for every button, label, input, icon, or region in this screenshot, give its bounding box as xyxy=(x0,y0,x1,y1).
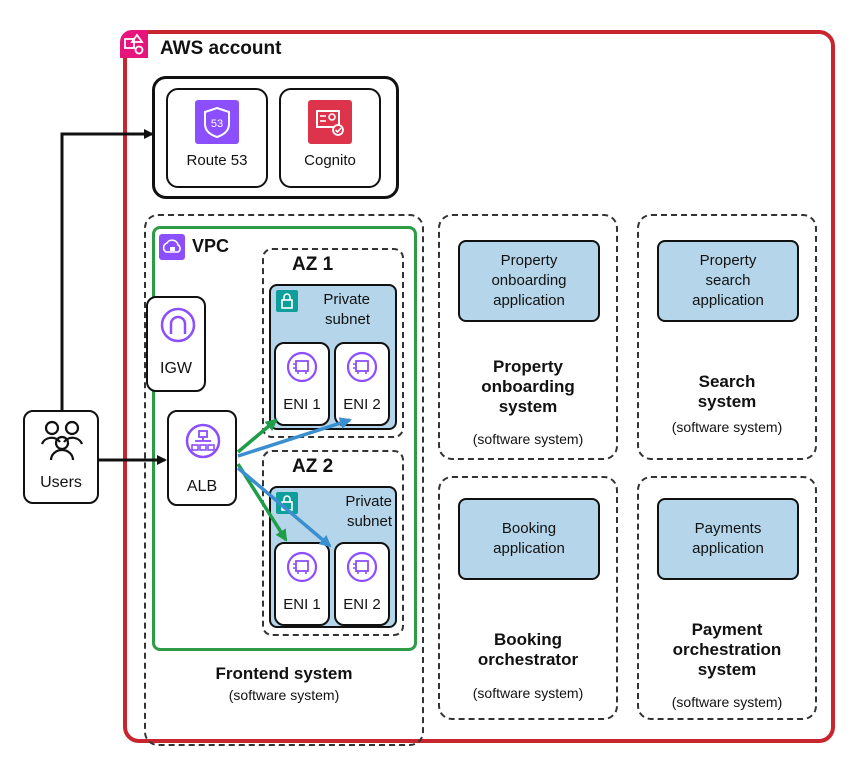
vpc-boundary xyxy=(152,226,417,651)
frontend-system-type: (software system) xyxy=(228,687,340,703)
eni-icon xyxy=(286,551,318,583)
alb-to-az1-eni2-arrow xyxy=(237,417,352,458)
az1-eni2-node[interactable]: ENI 2 xyxy=(334,342,390,426)
az2-eni2-label: ENI 2 xyxy=(343,596,381,613)
alb-node[interactable]: ALB xyxy=(167,410,237,506)
alb-icon xyxy=(185,423,221,459)
property-search-application[interactable]: Property search application xyxy=(657,240,799,322)
cognito-node[interactable]: Cognito xyxy=(279,88,381,188)
az2-eni1-label: ENI 1 xyxy=(283,596,321,613)
az2-eni1-node[interactable]: ENI 1 xyxy=(274,542,330,626)
route53-icon: 53 xyxy=(195,100,239,144)
az1-boundary xyxy=(262,248,404,438)
igw-icon xyxy=(160,307,196,343)
eni-icon xyxy=(286,351,318,383)
property-onboarding-system-type: (software system) xyxy=(472,431,584,447)
payment-orchestration-system-boundary xyxy=(637,476,817,720)
alb-to-az2-eni2-arrow xyxy=(236,466,332,548)
payments-application[interactable]: Payments application xyxy=(657,498,799,580)
az2-boundary xyxy=(262,450,404,636)
cognito-icon xyxy=(308,100,352,144)
az1-eni1-node[interactable]: ENI 1 xyxy=(274,342,330,426)
vpc-icon xyxy=(159,234,185,260)
search-system-name: Search system xyxy=(697,372,757,411)
az2-title: AZ 2 xyxy=(292,456,334,477)
cognito-label: Cognito xyxy=(304,152,356,169)
property-onboarding-system-name: Property onboarding system xyxy=(481,357,575,416)
booking-orchestrator-boundary xyxy=(438,476,618,720)
az1-title: AZ 1 xyxy=(292,254,334,275)
frontend-system-boundary xyxy=(144,214,424,746)
az2-eni2-node[interactable]: ENI 2 xyxy=(334,542,390,626)
route53-label: Route 53 xyxy=(186,152,248,169)
users-icon xyxy=(40,420,84,461)
igw-node[interactable]: IGW xyxy=(146,296,206,392)
eni-icon xyxy=(346,551,378,583)
users-label: Users xyxy=(40,474,82,491)
az1-eni2-label: ENI 2 xyxy=(343,396,381,413)
frontend-system-name: Frontend system xyxy=(215,664,353,683)
route53-node[interactable]: 53 Route 53 xyxy=(166,88,268,188)
booking-orchestrator-type: (software system) xyxy=(472,685,584,701)
route53-icon-text: 53 xyxy=(211,118,223,130)
aws-account-boundary xyxy=(123,30,835,743)
az1-subnet-label: Private subnet xyxy=(323,291,370,328)
booking-application[interactable]: Booking application xyxy=(458,498,600,580)
search-system-boundary xyxy=(637,214,817,460)
property-onboarding-application[interactable]: Property onboarding application xyxy=(458,240,600,322)
search-system-type: (software system) xyxy=(671,419,783,435)
aws-account-title: AWS account xyxy=(160,38,282,59)
users-to-edge-services-arrow xyxy=(60,129,154,410)
users-node[interactable]: Users xyxy=(23,410,99,504)
payment-orchestration-system-type: (software system) xyxy=(671,694,783,710)
alb-to-az1-eni1-arrow xyxy=(236,418,278,454)
payment-orchestration-system-name: Payment orchestration system xyxy=(672,620,782,679)
private-subnet-lock-icon xyxy=(276,290,298,312)
property-onboarding-system-boundary xyxy=(438,214,618,460)
az2-subnet-label: Private subnet xyxy=(345,493,392,530)
vpc-label: VPC xyxy=(192,236,230,256)
igw-label: IGW xyxy=(160,360,192,377)
booking-orchestrator-name: Booking orchestrator xyxy=(477,630,579,669)
az1-eni1-label: ENI 1 xyxy=(283,396,321,413)
eni-icon xyxy=(346,351,378,383)
aws-account-icon xyxy=(120,30,148,58)
alb-label: ALB xyxy=(186,478,218,495)
